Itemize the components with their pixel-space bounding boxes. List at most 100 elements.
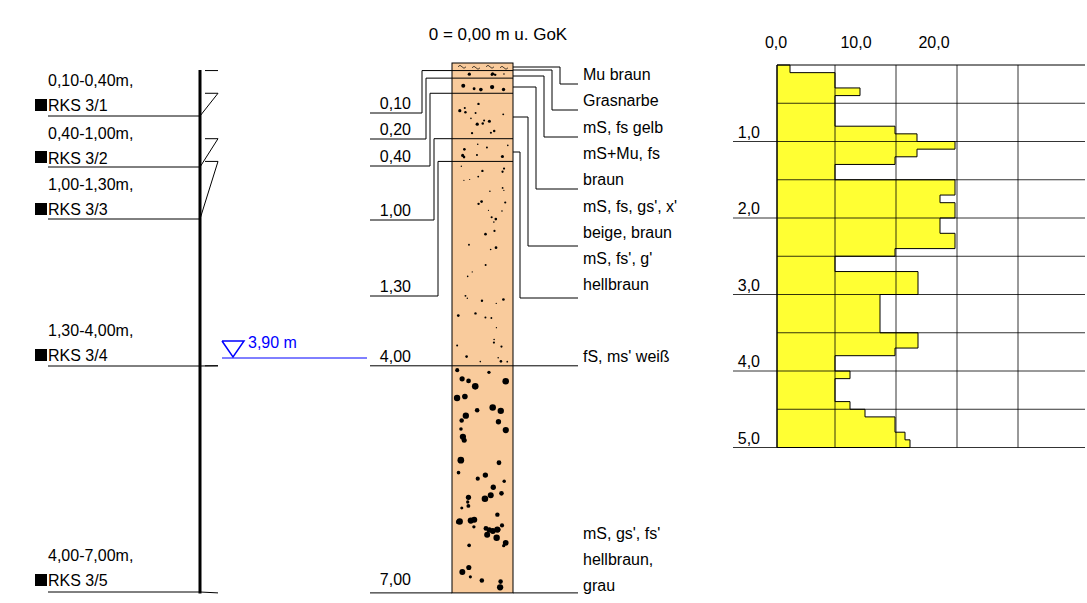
grain-dot (489, 404, 496, 411)
grain-dot (502, 378, 509, 385)
grain-dot (500, 360, 503, 363)
grain-dot (465, 295, 467, 297)
grain-dot (482, 122, 484, 124)
grain-dot (466, 500, 469, 503)
grain-dot (460, 376, 465, 381)
soil-description: mS+Mu, fs braun (583, 141, 678, 193)
sample-line (48, 116, 200, 117)
grain-dot (461, 84, 465, 88)
grain-dot (472, 383, 479, 390)
grain-dot (468, 73, 471, 76)
grain-dot (502, 298, 505, 301)
layer-boundary (452, 93, 513, 94)
grain-dot (497, 357, 499, 359)
grain-dot (503, 73, 505, 75)
grain-dot (496, 303, 497, 304)
soil-description: Grasnarbe (583, 88, 713, 114)
soil-column (452, 63, 513, 593)
grain-dot (479, 88, 483, 92)
grain-dot (459, 418, 463, 422)
grain-dot (456, 345, 458, 347)
sample-bracket (200, 139, 218, 167)
grain-dot (455, 368, 459, 372)
grain-dot (488, 120, 491, 123)
grain-dot (463, 413, 469, 419)
layer-boundary (452, 70, 513, 71)
grain-dot (475, 112, 477, 114)
grain-dot (496, 327, 497, 328)
layer-boundary (452, 161, 513, 162)
grain-dot (494, 218, 497, 221)
depth-axis-value: 3,0 (712, 276, 760, 296)
sample-line (48, 592, 200, 593)
grain-dot (471, 517, 477, 523)
grid-line (777, 179, 1085, 180)
grain-dot (466, 504, 470, 508)
grain-dot (463, 180, 464, 181)
grain-dot (494, 526, 500, 532)
grain-dot (491, 216, 493, 218)
grain-dot (467, 276, 469, 278)
grain-dot (457, 457, 464, 464)
grain-dot (501, 210, 503, 212)
grain-dot (457, 518, 463, 524)
grain-dot (483, 119, 485, 121)
soil-description: mS, fs, gs', x' beige, braun (583, 194, 701, 246)
grain-dot (490, 85, 494, 89)
grain-dot (457, 471, 461, 475)
grain-dot (487, 371, 490, 374)
grain-dot (454, 395, 460, 401)
grain-dot (494, 74, 496, 76)
depth-axis-value: 5,0 (712, 429, 760, 449)
grain-dot (477, 103, 479, 105)
grain-dot (491, 485, 496, 490)
grain-dot (472, 525, 475, 528)
grain-dot (495, 512, 499, 516)
sample-tick (205, 93, 218, 94)
axis-value: 10,0 (826, 33, 886, 53)
depth-axis (777, 65, 778, 448)
grain-dot (502, 113, 504, 115)
sample-line (48, 366, 200, 367)
grain-dot (489, 191, 491, 193)
grain-dot (463, 156, 466, 159)
grain-dot (469, 575, 472, 578)
grain-dot (473, 87, 476, 90)
grain-dot (470, 118, 472, 120)
grain-dot (484, 233, 487, 236)
grain-dot (481, 300, 483, 302)
humus-symbol (500, 66, 508, 69)
depth-tick (733, 371, 1085, 372)
layer-boundary (452, 78, 513, 79)
sample-marker (35, 99, 47, 111)
grain-dot (493, 339, 495, 341)
sample-bracket (200, 93, 218, 116)
grain-dot (493, 342, 495, 344)
depth-tick (733, 141, 1085, 142)
grain-dot (503, 167, 505, 169)
grain-dot (496, 419, 501, 424)
grain-dot (459, 427, 463, 431)
sample-label: 0,10-0,40m, RKS 3/1 (48, 68, 160, 118)
grain-dot (477, 203, 479, 205)
sample-label: 1,30-4,00m, RKS 3/4 (48, 318, 160, 368)
description-leader (513, 76, 578, 137)
grain-dot (485, 264, 487, 266)
grain-dot (467, 544, 471, 548)
sample-bracket (200, 365, 218, 366)
grain-dot (502, 187, 504, 189)
grain-dot (477, 176, 479, 178)
grain-dot (468, 244, 470, 246)
grain-dot (465, 355, 468, 358)
grain-dot (498, 408, 504, 414)
grain-dot (481, 170, 483, 172)
depth-axis-value: 2,0 (712, 199, 760, 219)
description-leader (513, 152, 578, 298)
grain-dot (490, 249, 492, 251)
water-triangle (222, 341, 244, 357)
grain-dot (463, 148, 466, 151)
depth-leaders (370, 67, 578, 593)
grain-dot (493, 534, 499, 540)
